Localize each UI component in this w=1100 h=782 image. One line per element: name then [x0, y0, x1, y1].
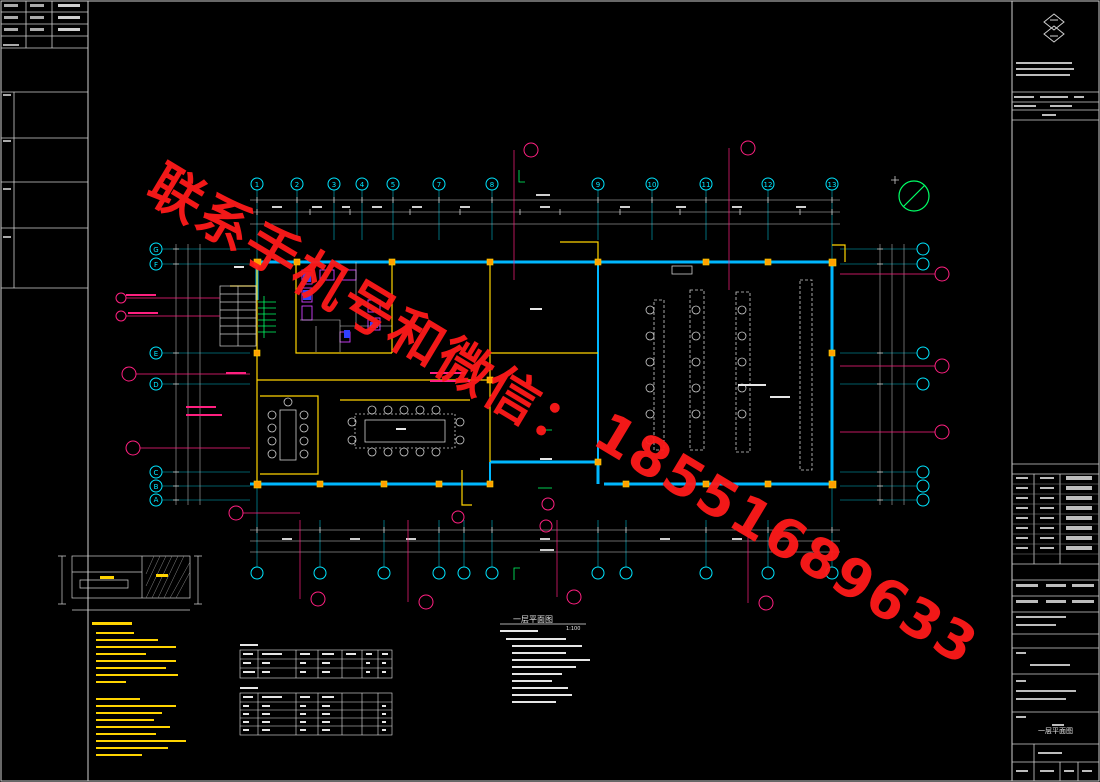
axis-label-top: 5 [391, 181, 395, 189]
dimension-lines [175, 199, 905, 553]
top-axis-bubbles [250, 177, 839, 191]
axis-labels: 1 2 3 4 5 7 8 9 10 11 12 13 A B C D E F … [153, 181, 836, 504]
structural-columns [253, 258, 837, 489]
bottom-axis-bubbles [250, 566, 839, 580]
axis-label-left: F [154, 261, 158, 269]
door-schedule-table [239, 649, 393, 736]
axis-label-top: 4 [360, 181, 365, 189]
axis-label-top: 2 [295, 181, 299, 189]
axis-label-left: C [154, 469, 159, 477]
axis-label-top: 12 [764, 181, 773, 189]
wall-section-detail [58, 555, 202, 611]
section-leaders [126, 148, 935, 603]
yellow-walls [230, 241, 846, 506]
title-block-marks [1014, 62, 1094, 772]
dimension-ticks [173, 197, 883, 533]
axis-label-left: A [154, 496, 159, 504]
axis-label-left: B [154, 483, 159, 491]
plan-notes [500, 630, 590, 703]
lab-benches [645, 265, 813, 471]
axis-label-top: 8 [490, 181, 494, 189]
plan-title: 一层平面图 [513, 615, 553, 624]
title-block [1012, 91, 1099, 781]
axis-label-top: 1 [255, 181, 259, 189]
title-block-sheet-name: 一层平面图 [1038, 727, 1073, 735]
axis-label-left: D [153, 381, 158, 389]
green-markers [513, 170, 552, 580]
axis-label-top: 10 [648, 181, 657, 189]
toilet-fixtures [301, 269, 381, 343]
small-north-marker [891, 176, 899, 184]
plan-scale: 1:100 [566, 626, 580, 632]
notes-yellow [92, 622, 186, 756]
schedule-table-text-marks [240, 644, 388, 731]
axis-label-left: E [154, 350, 158, 358]
axis-label-left: G [153, 246, 158, 254]
stair-green [258, 296, 276, 338]
company-logo-icon [1043, 13, 1065, 43]
axis-label-top: 13 [828, 181, 837, 189]
right-axis-bubbles [916, 242, 930, 507]
interior-walls [489, 262, 599, 484]
conference-table-large [347, 405, 465, 457]
section-marker-labels [126, 294, 470, 416]
toilet-fixtures-blue [303, 272, 378, 338]
room-labels [234, 266, 790, 460]
axis-grid-lines [162, 190, 917, 567]
exterior-walls [250, 260, 834, 486]
toilet-partitions [300, 262, 392, 352]
title-block-rows [1012, 483, 1099, 555]
left-axis-bubbles [149, 242, 163, 507]
stair [219, 285, 257, 347]
axis-label-top: 11 [702, 181, 711, 189]
section-markers [115, 140, 950, 611]
left-stamp-column [1, 1, 88, 289]
dimension-text-marks [272, 194, 806, 551]
north-arrow-icon [898, 180, 930, 212]
axis-label-top: 3 [332, 181, 336, 189]
axis-label-top: 9 [596, 181, 600, 189]
conference-table-small [267, 397, 309, 461]
left-stamp-marks [3, 4, 80, 238]
wall-section-yellow-labels [100, 574, 168, 579]
axis-label-top: 7 [437, 181, 441, 189]
